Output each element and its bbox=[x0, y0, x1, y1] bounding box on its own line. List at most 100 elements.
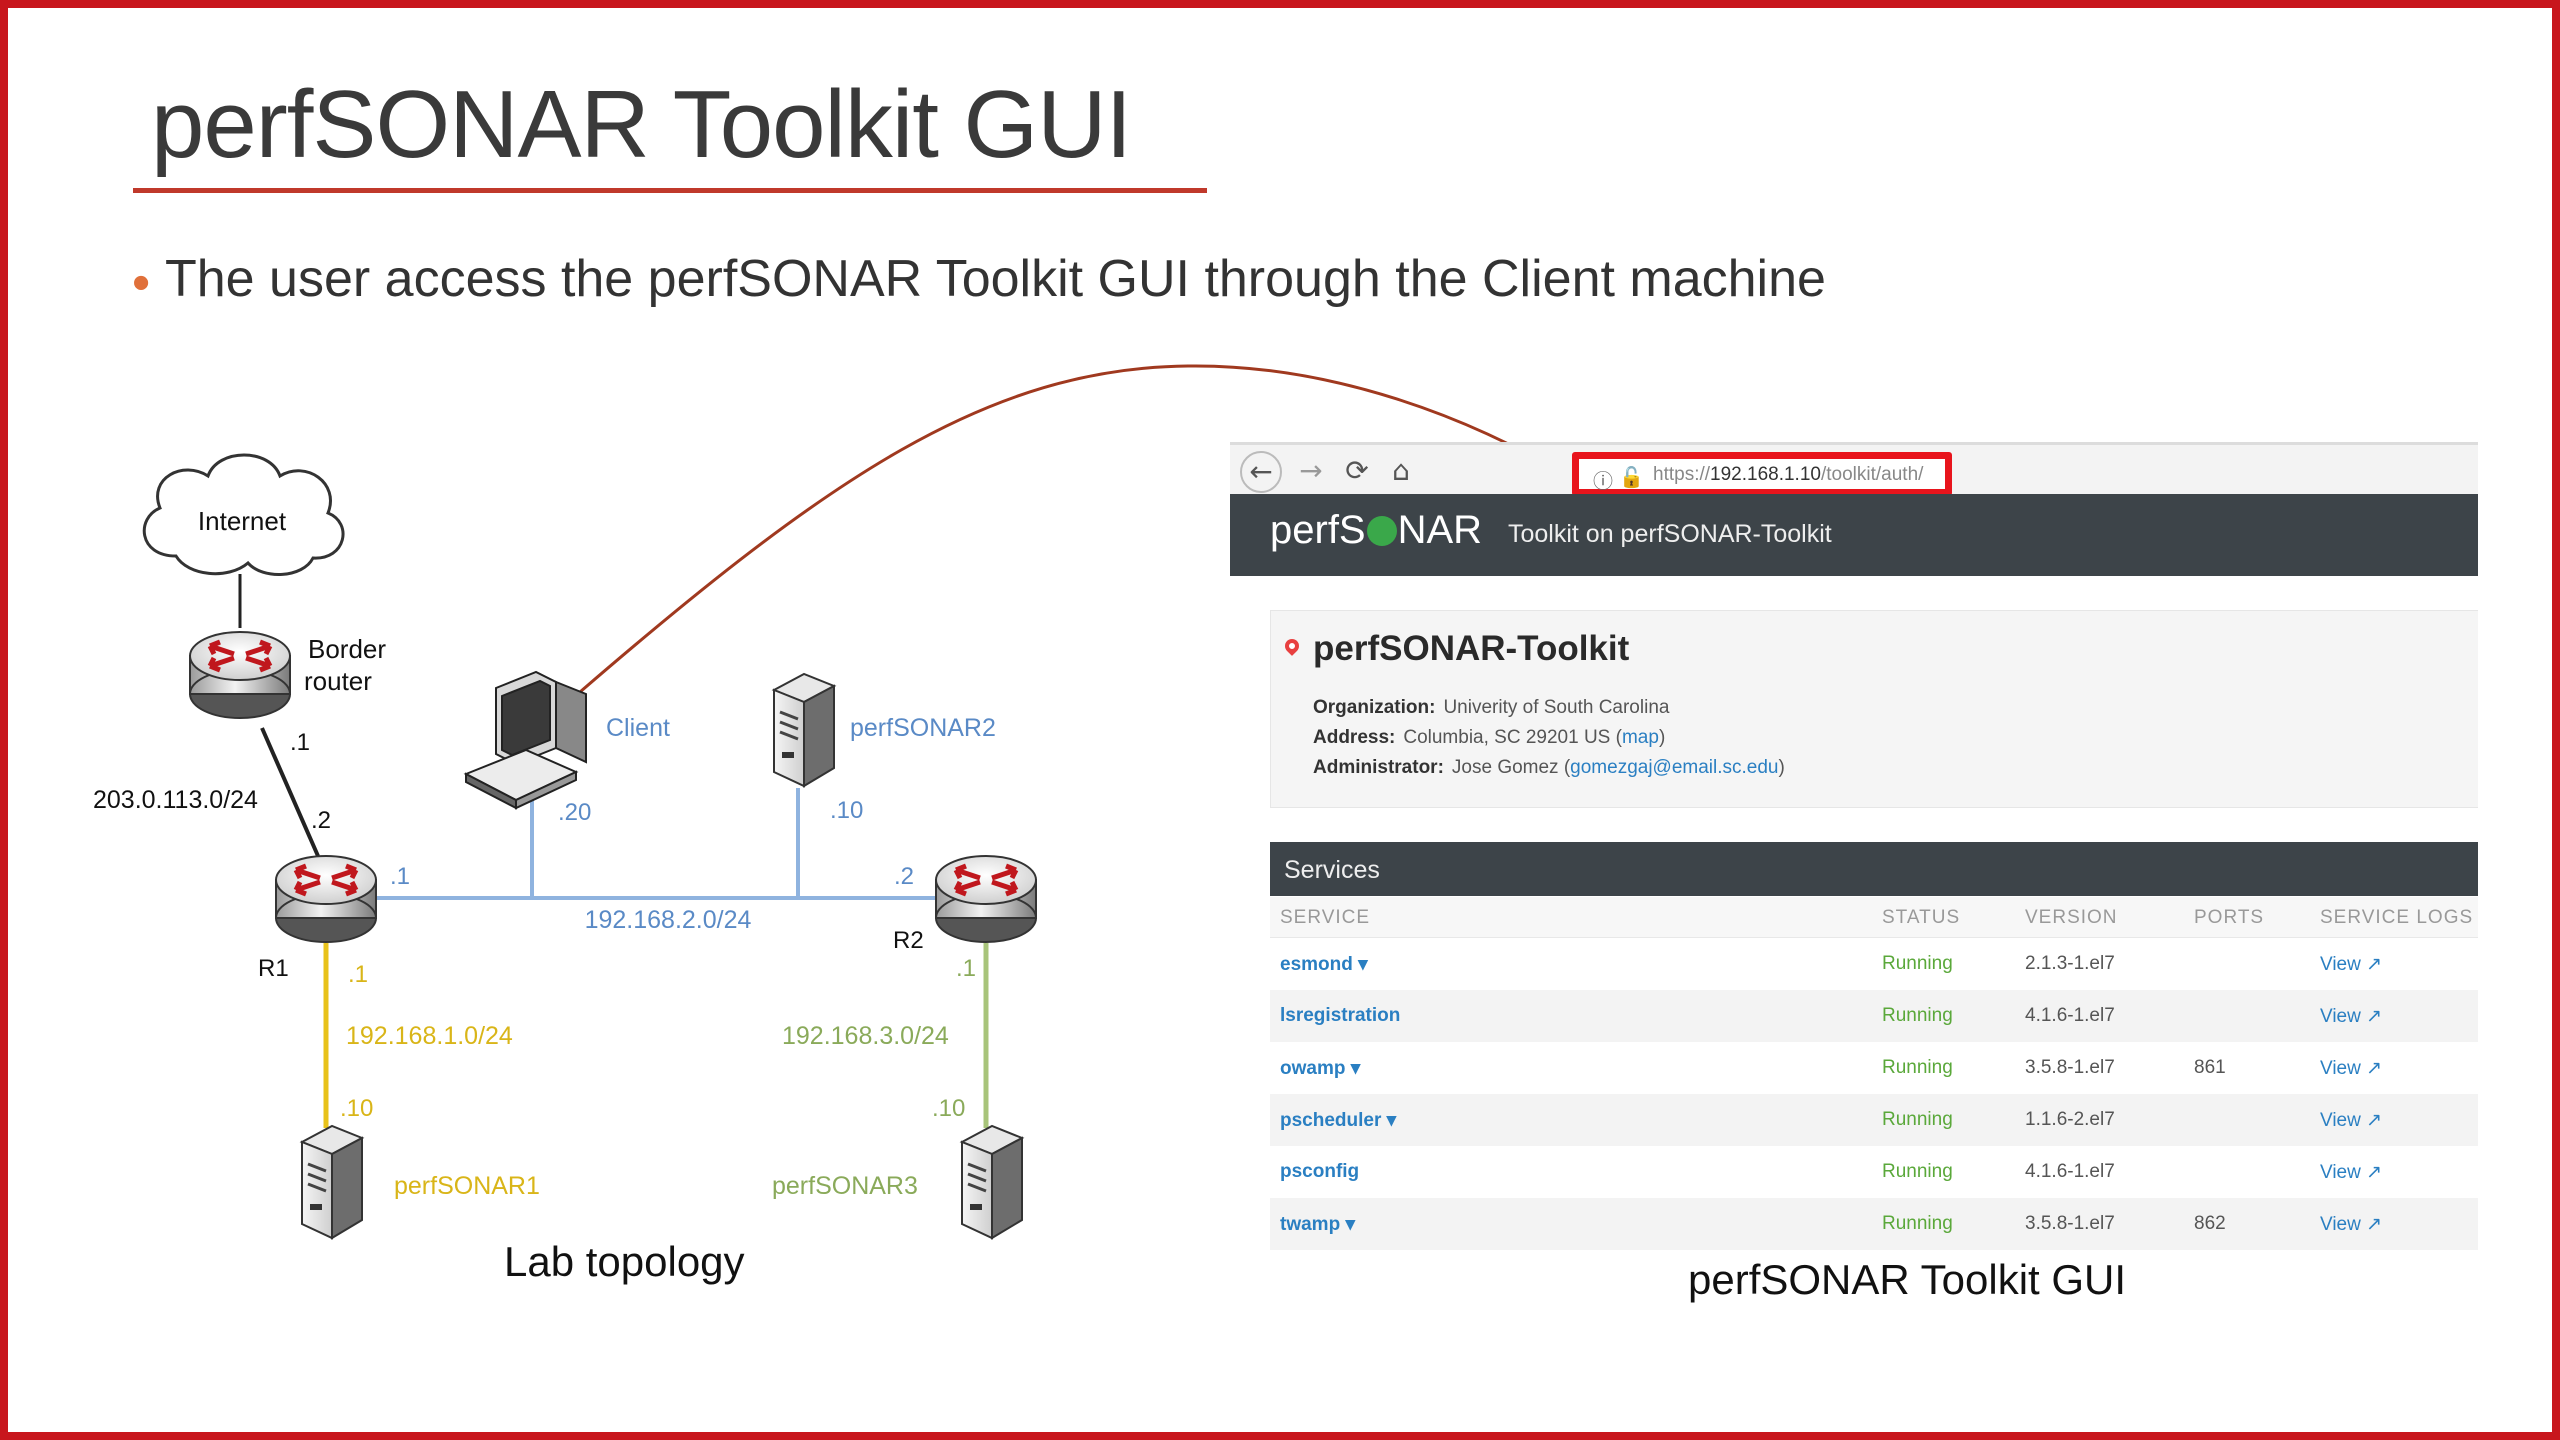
admin-value: Jose Gomez ( bbox=[1451, 757, 1571, 778]
r2-label: R2 bbox=[893, 927, 924, 954]
service-status: Running bbox=[1882, 953, 1953, 974]
r1-router bbox=[276, 856, 376, 942]
service-version: 4.1.6-1.el7 bbox=[2025, 1161, 2115, 1182]
title-underline bbox=[133, 188, 1207, 193]
r2-router bbox=[936, 856, 1036, 942]
ps2-label: perfSONAR2 bbox=[850, 714, 996, 742]
url-bar[interactable]: ⓘ 🔓 https://192.168.1.10/toolkit/auth/ bbox=[1572, 452, 1952, 496]
service-status: Running bbox=[1882, 1057, 1953, 1078]
ps3-label: perfSONAR3 bbox=[772, 1172, 918, 1200]
bullet-marker: • bbox=[132, 254, 151, 312]
address-end: ) bbox=[1658, 727, 1666, 748]
view-log-link[interactable]: View ↗ bbox=[2320, 1110, 2383, 1131]
border-router-if: .1 bbox=[290, 729, 310, 756]
address-row: Address: Columbia, SC 29201 US (map) bbox=[1313, 727, 1665, 749]
service-name[interactable]: esmond ▾ bbox=[1280, 954, 1368, 975]
reload-icon[interactable]: ⟳ bbox=[1345, 454, 1369, 487]
table-row: lsregistration Running 4.1.6-1.el7 View … bbox=[1270, 990, 2478, 1042]
services-title: Services bbox=[1284, 856, 1380, 884]
client-label: Client bbox=[606, 714, 670, 742]
service-status: Running bbox=[1882, 1005, 1953, 1026]
address-value: Columbia, SC 29201 US ( bbox=[1403, 727, 1622, 748]
url-path: /toolkit/auth/ bbox=[1820, 464, 1924, 485]
r1-label: R1 bbox=[258, 955, 289, 982]
r2-lan-if: .2 bbox=[894, 863, 914, 890]
url-text[interactable]: https://192.168.1.10/toolkit/auth/ bbox=[1653, 464, 1923, 486]
view-log-link[interactable]: View ↗ bbox=[2320, 1006, 2383, 1027]
home-icon[interactable]: ⌂ bbox=[1392, 454, 1410, 487]
service-ports: 862 bbox=[2194, 1213, 2226, 1234]
gui-caption: perfSONAR Toolkit GUI bbox=[1688, 1256, 2127, 1303]
internet-label: Internet bbox=[198, 506, 287, 536]
internet-cloud: Internet bbox=[142, 453, 345, 576]
host-info-panel: perfSONAR-Toolkit Organization: Univerity… bbox=[1270, 610, 2478, 808]
organization-label: Organization: bbox=[1313, 697, 1436, 718]
organization-value: Univerity of South Carolina bbox=[1443, 697, 1670, 718]
service-version: 1.1.6-2.el7 bbox=[2025, 1109, 2115, 1130]
service-name[interactable]: twamp ▾ bbox=[1280, 1214, 1355, 1235]
admin-row: Administrator:Jose Gomez (gomezgaj@email… bbox=[1313, 757, 1785, 779]
view-log-link[interactable]: View ↗ bbox=[2320, 1162, 2383, 1183]
ps1-label: perfSONAR1 bbox=[394, 1172, 540, 1200]
border-router-label-1: Border bbox=[308, 634, 386, 664]
lock-icon: 🔓 bbox=[1619, 465, 1644, 489]
view-log-link[interactable]: View ↗ bbox=[2320, 1214, 2383, 1235]
ps2-if: .10 bbox=[830, 797, 863, 824]
left-subnet-label: 192.168.1.0/24 bbox=[346, 1022, 513, 1050]
lan-subnet-label: 192.168.2.0/24 bbox=[585, 906, 752, 934]
lab-topology-diagram: Internet Border router .1 203.0.113.0/24… bbox=[93, 364, 2552, 1240]
map-link[interactable]: map bbox=[1621, 727, 1659, 748]
table-row: pscheduler ▾ Running 1.1.6-2.el7 View ↗ bbox=[1270, 1094, 2478, 1146]
info-icon[interactable]: ⓘ bbox=[1593, 469, 1613, 493]
perfsonar2-server bbox=[772, 672, 836, 788]
right-subnet-label: 192.168.3.0/24 bbox=[782, 1022, 949, 1050]
admin-end: ) bbox=[1778, 757, 1785, 778]
logo-left: perfS bbox=[1270, 508, 1366, 552]
service-name[interactable]: psconfig bbox=[1280, 1161, 1360, 1182]
browser-toolbar: ← → ⟳ ⌂ ⓘ 🔓 https://192.168.1.10/toolkit… bbox=[1230, 442, 2478, 498]
host-name: perfSONAR-Toolkit bbox=[1313, 629, 1630, 668]
admin-email-link[interactable]: gomezgaj@email.sc.edu bbox=[1570, 757, 1779, 778]
back-icon[interactable]: ← bbox=[1240, 451, 1282, 493]
wan-link bbox=[260, 727, 320, 857]
table-row: twamp ▾ Running 3.5.8-1.el7 862 View ↗ bbox=[1270, 1198, 2478, 1250]
col-service: SERVICE bbox=[1280, 907, 1371, 928]
view-log-link[interactable]: View ↗ bbox=[2320, 1058, 2383, 1079]
services-column-headers: SERVICE STATUS VERSION PORTS SERVICE LOG… bbox=[1270, 897, 2478, 938]
organization-row: Organization: Univerity of South Carolina bbox=[1313, 697, 1669, 719]
service-version: 3.5.8-1.el7 bbox=[2025, 1057, 2115, 1078]
forward-icon[interactable]: → bbox=[1299, 454, 1323, 487]
address-label: Address: bbox=[1313, 727, 1396, 748]
url-prefix: https:// bbox=[1653, 464, 1711, 485]
client-computer bbox=[463, 670, 587, 810]
table-row: owamp ▾ Running 3.5.8-1.el7 861 View ↗ bbox=[1270, 1042, 2478, 1094]
logo-right: NAR bbox=[1397, 508, 1483, 552]
header-subtitle: Toolkit on perfSONAR-Toolkit bbox=[1508, 520, 1832, 548]
service-name[interactable]: lsregistration bbox=[1280, 1005, 1401, 1026]
col-status: STATUS bbox=[1882, 907, 1961, 928]
bullet-text: The user access the perfSONAR Toolkit GU… bbox=[165, 250, 1826, 308]
perfsonar-logo[interactable]: perfS NAR bbox=[1270, 508, 1482, 553]
service-version: 3.5.8-1.el7 bbox=[2025, 1213, 2115, 1234]
perfsonar1-server bbox=[300, 1124, 364, 1240]
table-row: psconfig Running 4.1.6-1.el7 View ↗ bbox=[1270, 1146, 2478, 1198]
ps1-if: .10 bbox=[340, 1095, 373, 1122]
url-host: 192.168.1.10 bbox=[1710, 464, 1821, 485]
browser-window: ← → ⟳ ⌂ ⓘ 🔓 https://192.168.1.10/toolkit… bbox=[1230, 442, 2478, 1254]
r2-south-if: .1 bbox=[956, 955, 976, 982]
service-name[interactable]: owamp ▾ bbox=[1280, 1058, 1361, 1079]
r1-south-if: .1 bbox=[348, 961, 368, 988]
topology-caption: Lab topology bbox=[504, 1238, 745, 1285]
service-ports: 861 bbox=[2194, 1057, 2226, 1078]
col-version: VERSION bbox=[2025, 907, 2118, 928]
ps3-if: .10 bbox=[932, 1095, 965, 1122]
col-service-logs: SERVICE LOGS bbox=[2320, 907, 2474, 928]
service-name[interactable]: pscheduler ▾ bbox=[1280, 1110, 1397, 1131]
client-to-url-arrow bbox=[579, 364, 1558, 694]
wan-subnet-label: 203.0.113.0/24 bbox=[93, 786, 258, 814]
service-status: Running bbox=[1882, 1109, 1953, 1130]
perfsonar3-server bbox=[960, 1124, 1024, 1240]
view-log-link[interactable]: View ↗ bbox=[2320, 954, 2383, 975]
service-status: Running bbox=[1882, 1213, 1953, 1234]
